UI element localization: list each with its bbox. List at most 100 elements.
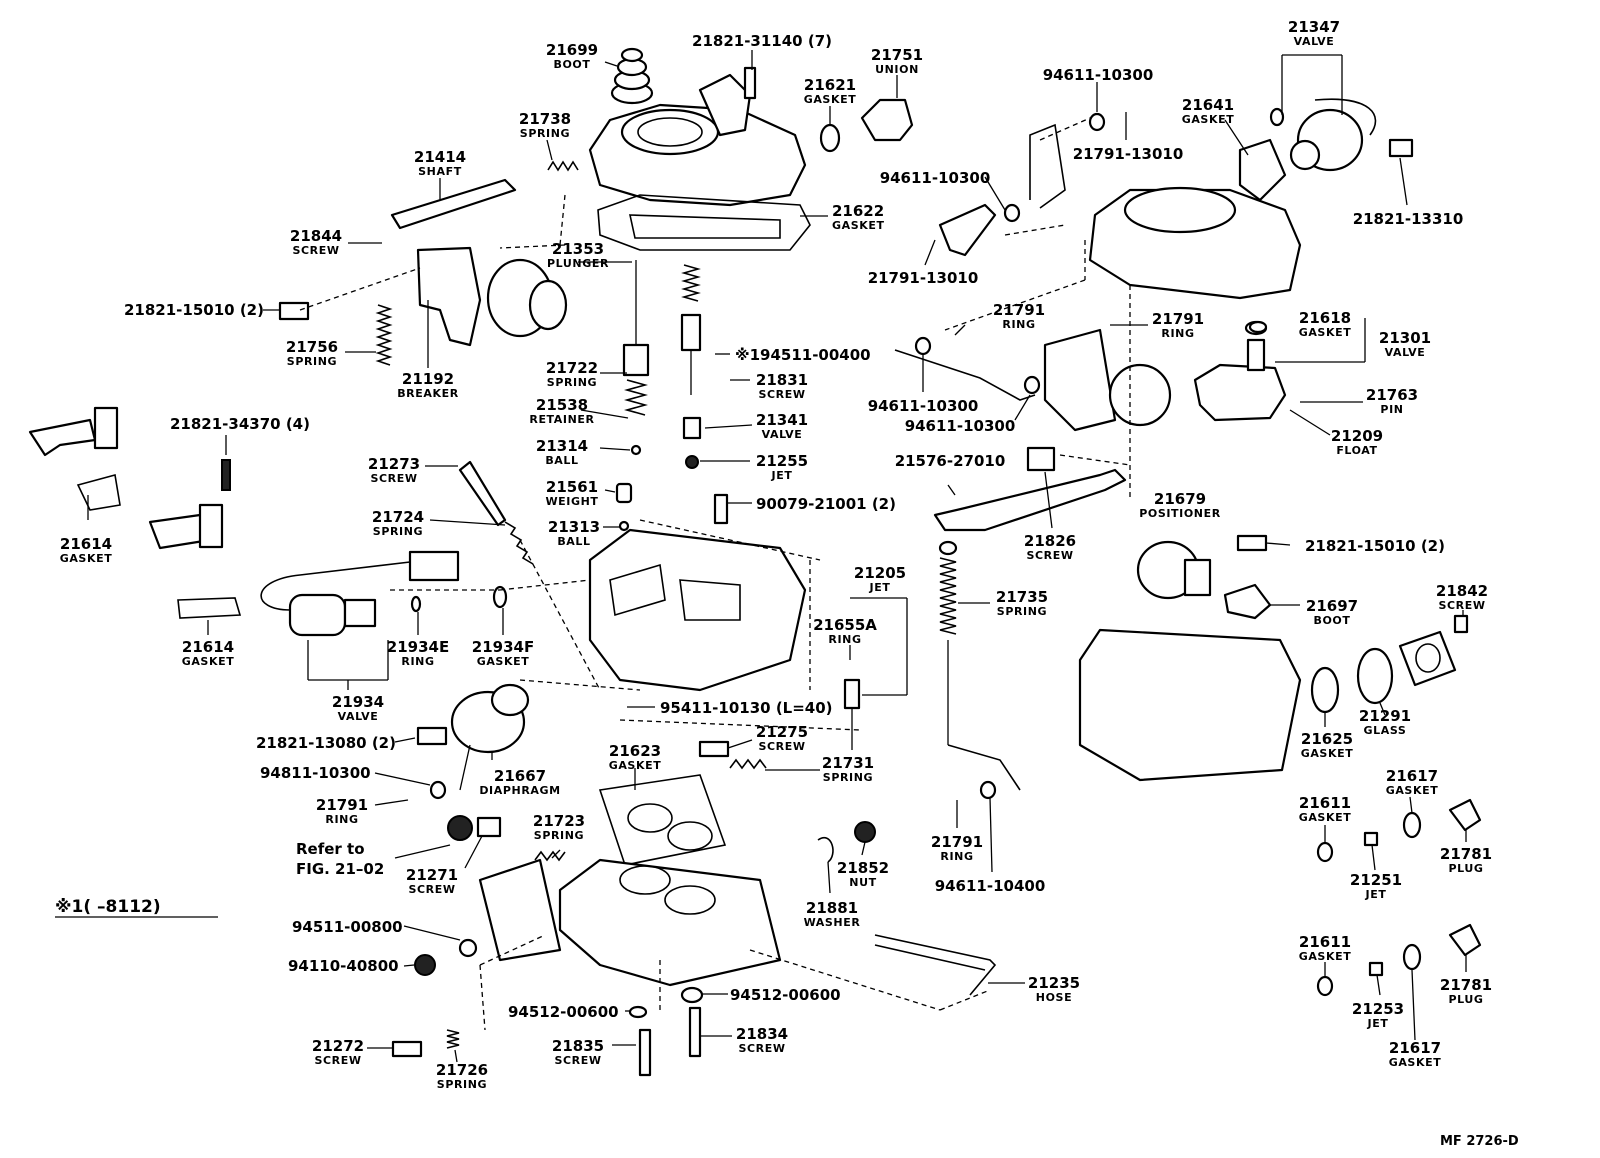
part-number: ※194511-00400 — [735, 346, 871, 364]
part-number: 21835 — [552, 1037, 604, 1055]
part-number: 21251 — [1350, 871, 1402, 889]
footnote: ※1( –8112) — [55, 897, 161, 917]
boot-21697-part — [1223, 583, 1272, 620]
part-name: HOSE — [1036, 991, 1072, 1004]
part-number: 21192 — [402, 370, 454, 388]
part-number: 21538 — [536, 396, 588, 414]
float-bowl-part — [1078, 628, 1302, 782]
part-name: SHAFT — [418, 165, 462, 178]
positioner-part — [1136, 540, 1212, 600]
part-number: 94611-10300 — [880, 169, 991, 187]
fast-idle-lever-part — [933, 468, 1127, 532]
part-number: 21791 — [316, 796, 368, 814]
part-name: SCREW — [1026, 549, 1073, 562]
nut-94110-part — [414, 954, 436, 976]
part-name: GASKET — [1299, 950, 1352, 963]
part-number: 21273 — [368, 455, 420, 473]
gasket-21621-part — [819, 123, 841, 153]
part-number: 90079-21001 (2) — [756, 495, 896, 513]
part-name: SCREW — [1438, 599, 1485, 612]
screw-21826-part — [1026, 446, 1056, 472]
boot-part — [610, 47, 654, 105]
callout-19451100400: ※194511-00400 — [735, 346, 871, 364]
callout-21821-15010a: 21821-15010 (2) — [124, 301, 264, 319]
refer-note-line1: Refer to — [296, 840, 365, 858]
part-name: SCREW — [554, 1054, 601, 1067]
part-number: 21314 — [536, 437, 588, 455]
part-number: 21614 — [182, 638, 234, 656]
part-number: 21617 — [1386, 767, 1438, 785]
part-name: SPRING — [520, 127, 570, 140]
part-name: NUT — [849, 876, 876, 889]
part-number: 21617 — [1389, 1039, 1441, 1057]
part-name: SPRING — [997, 605, 1047, 618]
washer-94511-part — [458, 938, 478, 958]
callout-94512-00600b: 94512-00600 — [730, 986, 841, 1004]
part-number: 21699 — [546, 41, 598, 59]
part-name: GASKET — [1299, 326, 1352, 339]
part-name: GASKET — [609, 759, 662, 772]
part-name: PLUG — [1448, 993, 1483, 1006]
part-name: GASKET — [1386, 784, 1439, 797]
gasket-21622-part — [597, 194, 811, 251]
part-name: JET — [771, 469, 793, 482]
part-number: 21271 — [406, 866, 458, 884]
callout-21821-15010b: 21821-15010 (2) — [1305, 537, 1445, 555]
hose-part — [874, 934, 997, 996]
needle-valve-part — [1246, 338, 1266, 372]
glass-cover-part — [1398, 630, 1457, 687]
breaker-part — [416, 246, 568, 347]
part-name: VALVE — [762, 428, 803, 441]
callout-94611-10300b: 94611-10300 — [880, 169, 991, 187]
part-name: GASKET — [477, 655, 530, 668]
choke-breaker-part — [1043, 328, 1172, 432]
part-name: GASKET — [832, 219, 885, 232]
part-name: JET — [869, 581, 891, 594]
part-name: SCREW — [758, 388, 805, 401]
gasket-21625-part — [1310, 666, 1340, 714]
plunger-part — [622, 260, 650, 416]
part-number: 94611-10300 — [905, 417, 1016, 435]
part-number: 21842 — [1436, 582, 1488, 600]
figure-code: MF 2726-D — [1440, 1134, 1519, 1149]
part-number: 21731 — [822, 754, 874, 772]
part-number: 21726 — [436, 1061, 488, 1079]
link-rod-part — [947, 744, 1021, 791]
part-number: 21821-31140 (7) — [692, 32, 832, 50]
part-number: 21821-15010 (2) — [1305, 537, 1445, 555]
gasket-21611-part — [1316, 841, 1334, 863]
part-name: SPRING — [534, 829, 584, 842]
sensor-bracket-part — [28, 406, 242, 619]
union-part — [860, 98, 914, 142]
callout-94811-10300: 94811-10300 — [260, 764, 371, 782]
jet-21251-part — [1363, 831, 1379, 847]
part-name: RING — [325, 813, 358, 826]
callout-94511-00800: 94511-00800 — [292, 918, 403, 936]
part-number: 21756 — [286, 338, 338, 356]
gasket-21611b-part — [1316, 975, 1334, 997]
part-number: 94512-00600 — [508, 1003, 619, 1021]
part-name: SCREW — [292, 244, 339, 257]
screw-21272-part — [391, 1040, 423, 1058]
jet-21205-part — [843, 678, 861, 750]
